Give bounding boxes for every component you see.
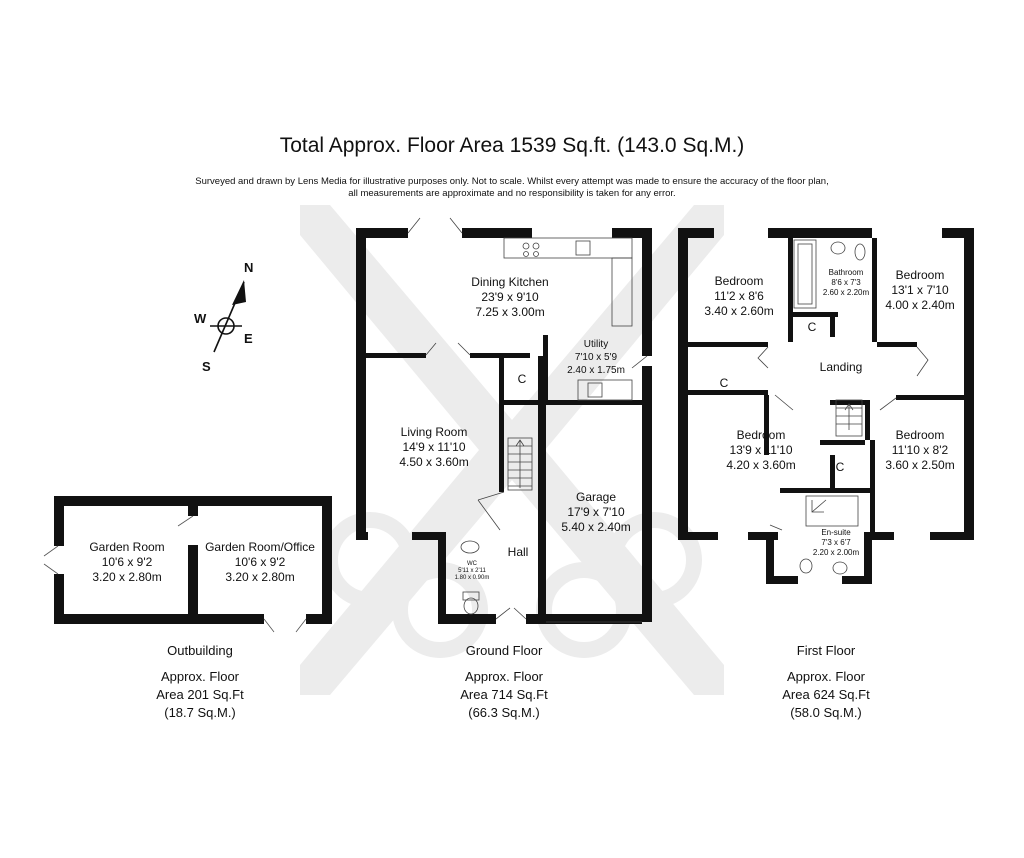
page-title: Total Approx. Floor Area 1539 Sq.ft. (14… (279, 134, 745, 157)
room-bedroom-se: Bedroom 11'10 x 8'2 3.60 x 2.50m (885, 428, 955, 472)
watermark-logo (300, 205, 724, 695)
disclaimer-line-2: all measurements are approximate and no … (348, 188, 676, 199)
room-landing: Landing (819, 360, 863, 374)
compass-n: N (244, 260, 254, 275)
room-cupboard-2: C (719, 376, 729, 390)
first-floor-fittings (757, 239, 929, 575)
room-garage: Garage 17'9 x 7'10 5.40 x 2.40m (561, 490, 631, 534)
compass-w: W (194, 311, 207, 326)
first-floor-walls (678, 228, 974, 584)
room-garden-room: Garden Room 10'6 x 9'2 3.20 x 2.80m (89, 540, 165, 584)
ground-floor-fittings (407, 217, 648, 623)
ground-floor-walls (356, 228, 652, 624)
first-floor-label: First Floor Approx. Floor Area 624 Sq.Ft… (782, 643, 870, 720)
room-living-room: Living Room 14'9 x 11'10 4.50 x 3.60m (399, 425, 469, 469)
compass-s: S (202, 359, 211, 374)
ground-floor-label: Ground Floor Approx. Floor Area 714 Sq.F… (460, 643, 548, 720)
room-utility: Utility 7'10 x 5'9 2.40 x 1.75m (567, 339, 625, 376)
disclaimer: Surveyed and drawn by Lens Media for ill… (120, 176, 904, 200)
room-cupboard: C (517, 372, 527, 386)
room-ensuite: En-suite 7'3 x 6'7 2.20 x 2.00m (812, 528, 860, 557)
room-bedroom-nw: Bedroom 11'2 x 8'6 3.40 x 2.60m (704, 274, 774, 318)
room-bedroom-ne: Bedroom 13'1 x 7'10 4.00 x 2.40m (885, 268, 955, 312)
room-garden-room-office: Garden Room/Office 10'6 x 9'2 3.20 x 2.8… (205, 540, 315, 584)
compass-e: E (244, 331, 253, 346)
outbuilding-label: Outbuilding Approx. Floor Area 201 Sq.Ft… (156, 643, 244, 720)
disclaimer-line-1: Surveyed and drawn by Lens Media for ill… (195, 176, 829, 187)
room-cupboard-1: C (807, 320, 817, 334)
room-bathroom: Bathroom 8'6 x 7'3 2.60 x 2.20m (822, 268, 870, 297)
room-cupboard-3: C (835, 460, 845, 474)
outbuilding-doors (43, 515, 307, 633)
room-dining-kitchen: Dining Kitchen 23'9 x 9'10 7.25 x 3.00m (471, 275, 549, 319)
room-wc: WC 5'11 x 2'11 1.80 x 0.90m (454, 561, 490, 581)
room-hall: Hall (507, 545, 529, 559)
room-bedroom-sw: Bedroom 13'9 x 11'10 4.20 x 3.60m (726, 428, 796, 472)
outbuilding-walls (54, 496, 332, 624)
